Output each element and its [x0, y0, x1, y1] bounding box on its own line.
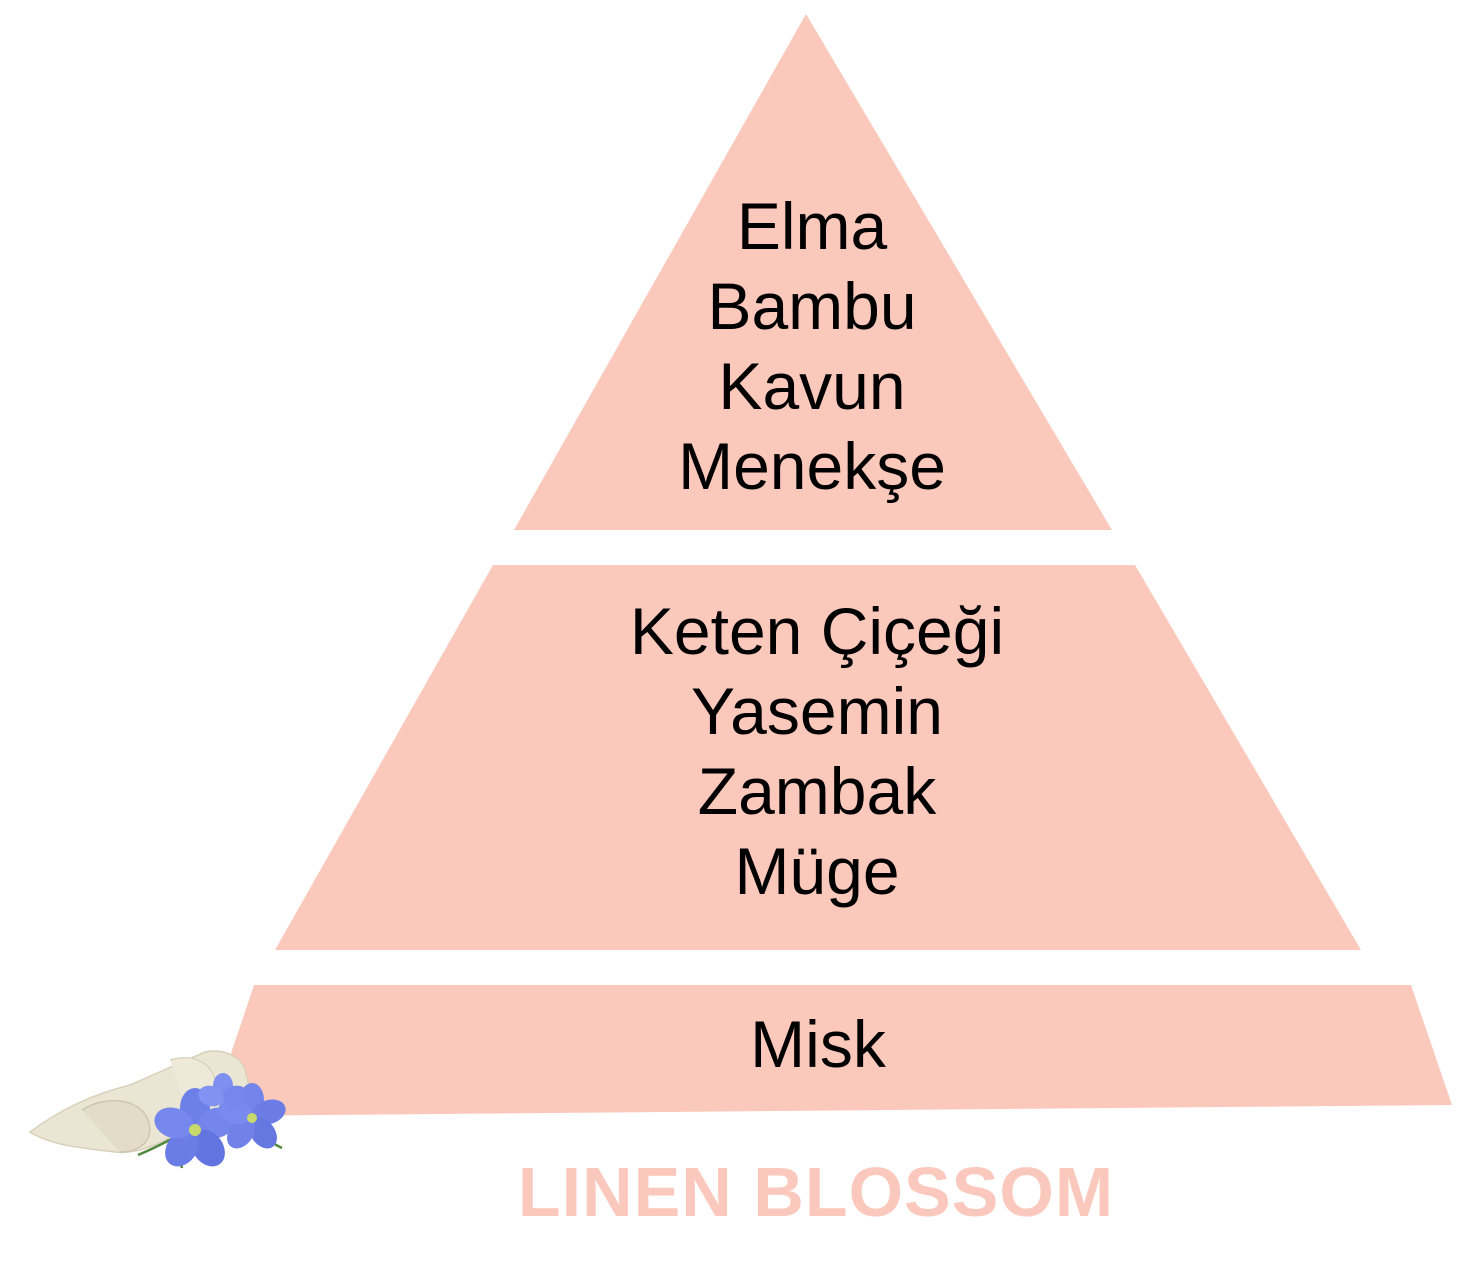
note-label: Müge: [734, 834, 900, 908]
note-label: Yasemin: [691, 674, 943, 748]
note-label: Zambak: [697, 754, 937, 828]
note-label: Keten Çiçeği: [629, 594, 1005, 668]
note-label: Kavun: [718, 349, 906, 423]
note-label: Bambu: [707, 269, 917, 343]
linen-flower-illustration: [28, 1050, 286, 1169]
product-title: LINEN BLOSSOM: [517, 1153, 1115, 1231]
note-label: Elma: [736, 189, 888, 263]
pyramid-tier-middle: [275, 565, 1361, 950]
pyramid-tier-top: [514, 14, 1112, 530]
flax-flower-icon: [154, 1073, 286, 1167]
pyramid-tier-base: [210, 985, 1452, 1116]
note-label: Misk: [750, 1007, 886, 1081]
note-label: Menekşe: [678, 429, 946, 503]
